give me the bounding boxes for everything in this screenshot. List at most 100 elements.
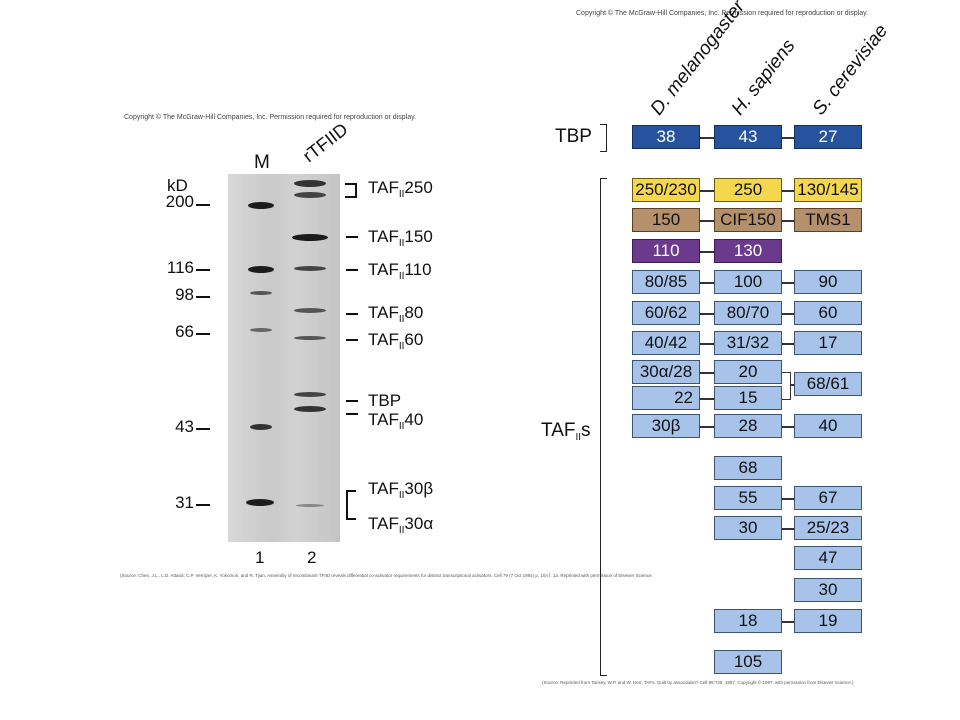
taf-r5-human: 80/70 <box>714 301 782 325</box>
marker-band <box>250 328 272 332</box>
marker-98-label: 98 <box>175 285 194 304</box>
taf-r7-8-yeast: 68/61 <box>794 372 862 396</box>
connector <box>782 282 794 284</box>
taf-r4-drosophila: 80/85 <box>632 270 700 294</box>
taf-r4-human: 100 <box>714 270 782 294</box>
tbp-human: 43 <box>714 125 782 149</box>
taf-tick <box>346 400 358 402</box>
taf250-label: TAFII250 <box>368 178 433 200</box>
taf-r4-yeast: 90 <box>794 270 862 294</box>
table-copyright: Copyright © The McGraw-Hill Companies, I… <box>576 10 869 17</box>
taf-r11-yeast: 67 <box>794 486 862 510</box>
taf250-bracket <box>345 183 357 198</box>
taf-r1-drosophila: 250/230 <box>632 178 700 202</box>
taf30-bracket <box>346 490 356 520</box>
connector <box>782 528 794 530</box>
gel-image <box>228 174 340 542</box>
taf-tick <box>346 413 358 415</box>
taf-r9-yeast: 40 <box>794 414 862 438</box>
connector <box>700 220 714 222</box>
marker-tick <box>196 269 210 271</box>
taf-r9-drosophila: 30β <box>632 414 700 438</box>
taf80-label: TAFII80 <box>368 303 424 325</box>
taf-tick <box>346 269 358 271</box>
taf-r7-human: 20 <box>714 360 782 384</box>
gel-copyright: Copyright © The McGraw-Hill Companies, I… <box>124 114 417 121</box>
marker-band <box>250 424 272 430</box>
connector <box>700 190 714 192</box>
taf-r15-human: 18 <box>714 609 782 633</box>
sample-band <box>294 336 326 340</box>
connector <box>782 190 794 192</box>
taf-r13-yeast: 47 <box>794 546 862 570</box>
connector <box>782 137 794 139</box>
taf-r3-human: 130 <box>714 239 782 263</box>
tafs-row-label: TAFIIs <box>541 420 591 443</box>
connector <box>782 621 794 623</box>
connector <box>700 313 714 315</box>
tbp-yeast: 27 <box>794 125 862 149</box>
tbp-gel-label: TBP <box>368 391 402 410</box>
sample-band <box>294 308 326 313</box>
tbp-drosophila: 38 <box>632 125 700 149</box>
connector <box>700 426 714 428</box>
tbp-bracket <box>600 124 607 152</box>
taf-r11-human: 55 <box>714 486 782 510</box>
sample-band <box>294 406 326 412</box>
marker-band <box>246 499 274 506</box>
tafs-bracket <box>600 178 607 676</box>
marker-band <box>250 291 272 295</box>
taf-tick <box>346 313 358 315</box>
taf-r5-yeast: 60 <box>794 301 862 325</box>
lane-header-rtfiid: rTFIID <box>299 119 352 167</box>
taf-r8-human: 15 <box>714 386 782 410</box>
taf-r16-human: 105 <box>714 650 782 674</box>
tbp-row-label: TBP <box>555 126 592 147</box>
marker-tick <box>196 504 210 506</box>
taf-r6-human: 31/32 <box>714 331 782 355</box>
lane-number-1: 1 <box>255 548 265 567</box>
marker-200-label: 200 <box>165 192 194 211</box>
marker-band <box>248 202 274 209</box>
marker-tick <box>196 204 210 206</box>
species-yeast: S. cerevisiae <box>808 20 893 120</box>
taf-r5-drosophila: 60/62 <box>632 301 700 325</box>
human-bracket-connector <box>782 372 791 400</box>
taf-r1-yeast: 130/145 <box>794 178 862 202</box>
taf40-label: TAFII40 <box>368 410 424 432</box>
lane-number-2: 2 <box>307 548 317 567</box>
gel-source: (Source: Chen, J.L., L.D. Attardi, C.P. … <box>120 573 653 578</box>
connector <box>700 398 714 400</box>
sample-band <box>296 504 324 507</box>
marker-tick <box>196 428 210 430</box>
taf-r3-drosophila: 110 <box>632 239 700 263</box>
taf-r10-human: 68 <box>714 456 782 480</box>
taf-r2-drosophila: 150 <box>632 208 700 232</box>
connector <box>700 372 714 374</box>
taf30a-label: TAFII30α <box>368 514 434 536</box>
taf-r9-human: 28 <box>714 414 782 438</box>
sample-band <box>292 234 328 241</box>
kd-label: kD <box>167 176 188 195</box>
taf-r12-yeast: 25/23 <box>794 516 862 540</box>
marker-116-label: 116 <box>166 258 194 277</box>
connector <box>790 384 794 386</box>
taf-tick <box>346 236 358 238</box>
sample-band <box>294 392 326 397</box>
taf-r15-yeast: 19 <box>794 609 862 633</box>
connector <box>782 313 794 315</box>
taf-r7-drosophila: 30α/28 <box>632 360 700 384</box>
taf-r6-yeast: 17 <box>794 331 862 355</box>
sample-band <box>294 180 326 187</box>
species-human: H. sapiens <box>727 35 800 120</box>
connector <box>782 220 794 222</box>
taf60-label: TAFII60 <box>368 330 424 352</box>
connector <box>782 426 794 428</box>
taf-r8-drosophila: 22 <box>632 386 700 410</box>
taf-r1-human: 250 <box>714 178 782 202</box>
connector <box>700 343 714 345</box>
lane-header-marker: M <box>254 152 270 173</box>
marker-tick <box>196 296 210 298</box>
table-source: (Source: Reprinted from Tansey, W.P. and… <box>542 680 854 685</box>
taf150-label: TAFII150 <box>368 227 433 249</box>
